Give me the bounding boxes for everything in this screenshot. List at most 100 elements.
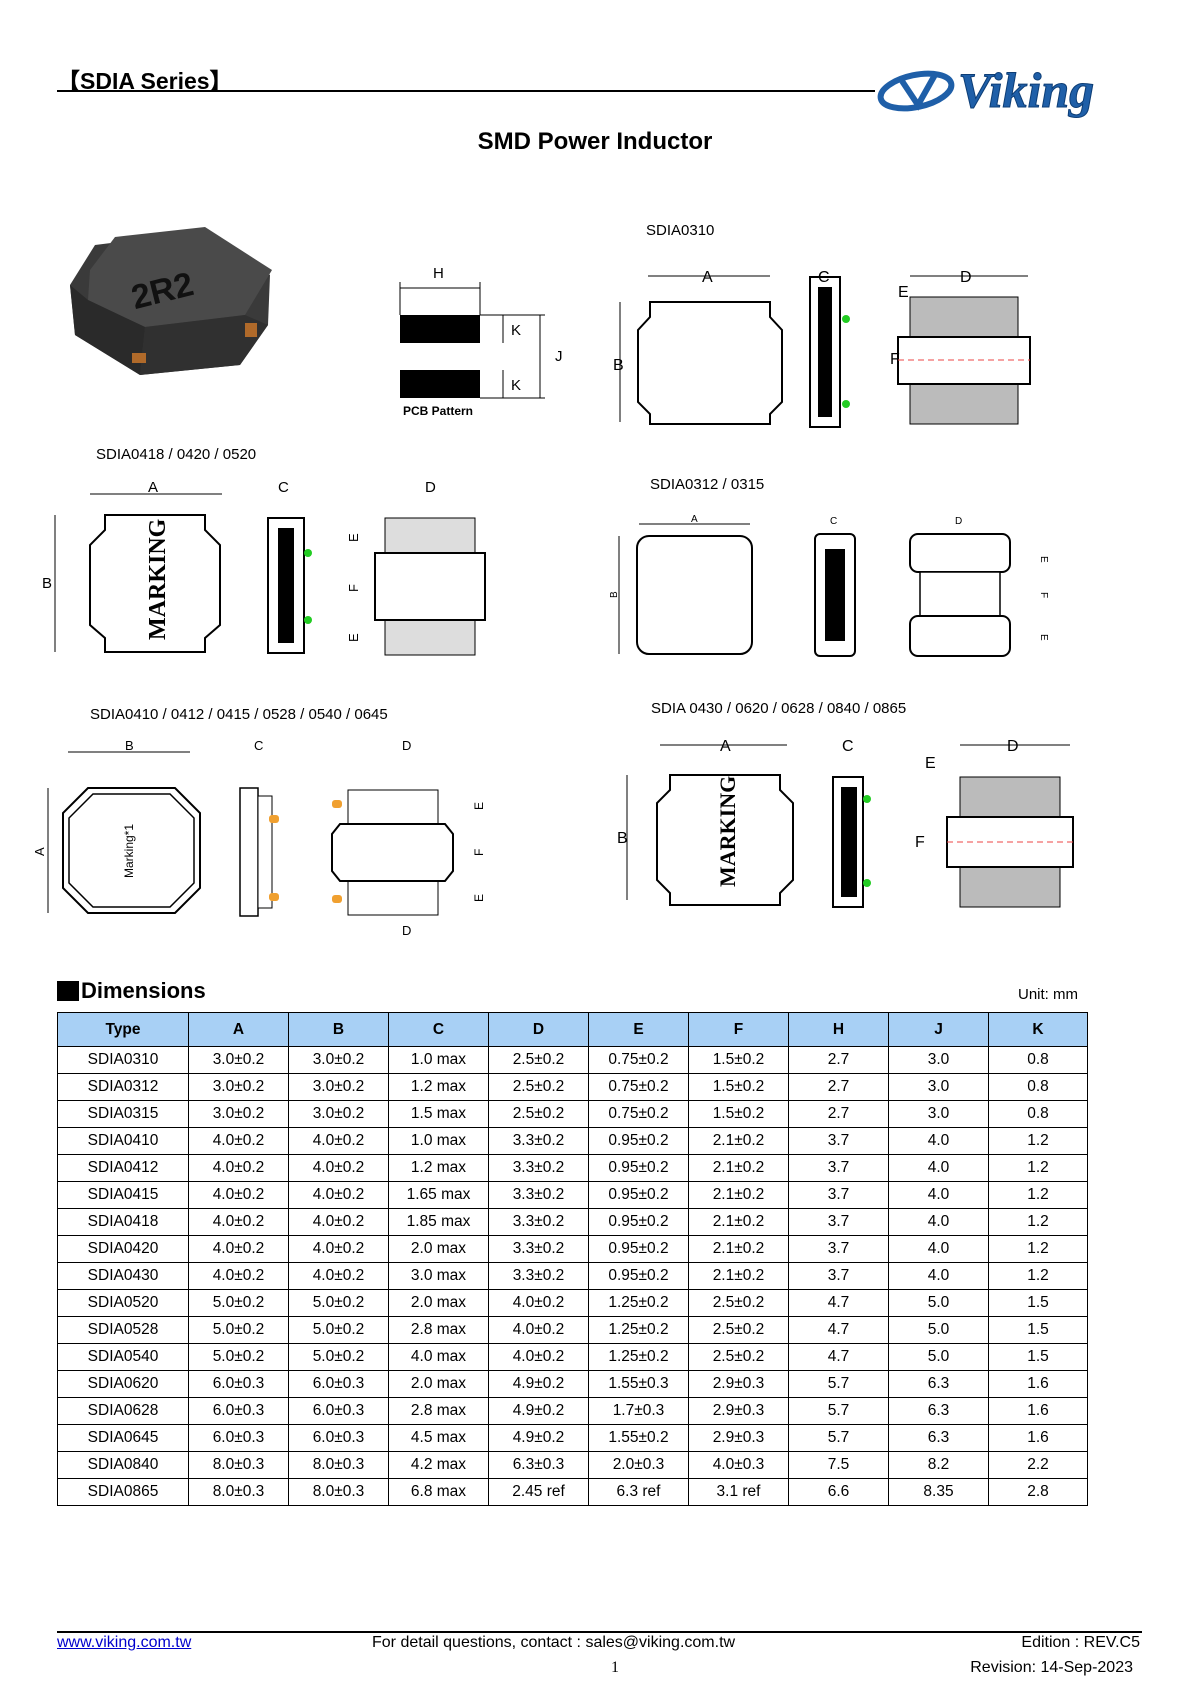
footer-revision: Revision: 14-Sep-2023 — [970, 1659, 1133, 1676]
table-cell: 0.95±0.2 — [588, 1262, 689, 1290]
svg-text:B: B — [42, 575, 52, 592]
table-cell: 4.0 — [888, 1154, 989, 1182]
table-cell: 2.9±0.3 — [688, 1397, 789, 1425]
table-cell: SDIA0420 — [57, 1235, 189, 1263]
table-cell: 2.7 — [788, 1046, 889, 1074]
svg-text:A: A — [691, 514, 698, 525]
table-cell: 5.0±0.2 — [188, 1343, 289, 1371]
page-number: 1 — [611, 1659, 619, 1676]
table-cell: 1.2 — [988, 1181, 1088, 1209]
table-cell: 1.25±0.2 — [588, 1343, 689, 1371]
table-cell: SDIA0620 — [57, 1370, 189, 1398]
table-cell: 1.5±0.2 — [688, 1100, 789, 1128]
table-cell: 3.0±0.2 — [288, 1100, 389, 1128]
table-cell: SDIA0628 — [57, 1397, 189, 1425]
table-cell: 6.3 — [888, 1424, 989, 1452]
table-cell: 4.7 — [788, 1289, 889, 1317]
table-cell: SDIA0312 — [57, 1073, 189, 1101]
svg-text:D: D — [1007, 738, 1019, 755]
table-cell: 4.0±0.2 — [188, 1262, 289, 1290]
table-cell: SDIA0430 — [57, 1262, 189, 1290]
table-cell: SDIA0540 — [57, 1343, 189, 1371]
table-cell: 1.7±0.3 — [588, 1397, 689, 1425]
table-cell: 8.0±0.3 — [188, 1478, 289, 1506]
table-cell: 5.0±0.2 — [288, 1343, 389, 1371]
table-cell: 1.65 max — [388, 1181, 489, 1209]
table-cell: 2.8 — [988, 1478, 1088, 1506]
table-cell: 1.2 — [988, 1208, 1088, 1236]
table-cell: 3.7 — [788, 1154, 889, 1182]
column-header: K — [988, 1012, 1088, 1047]
table-cell: 4.9±0.2 — [488, 1424, 589, 1452]
table-cell: 6.0±0.3 — [188, 1397, 289, 1425]
product-photo: 2R2 — [70, 227, 272, 375]
table-cell: 4.0 — [888, 1181, 989, 1209]
table-cell: 4.0±0.2 — [488, 1343, 589, 1371]
table-cell: 1.5±0.2 — [688, 1073, 789, 1101]
svg-text:C: C — [818, 269, 830, 286]
table-cell: 4.0±0.2 — [188, 1154, 289, 1182]
table-cell: 3.0±0.2 — [188, 1100, 289, 1128]
table-cell: 2.5±0.2 — [488, 1046, 589, 1074]
series-title: 【SDIA Series】 — [57, 68, 233, 94]
table-cell: 2.0 max — [388, 1370, 489, 1398]
table-cell: 3.3±0.2 — [488, 1127, 589, 1155]
svg-text:K: K — [511, 322, 521, 339]
svg-text:F: F — [890, 351, 900, 368]
table-cell: 8.0±0.3 — [288, 1478, 389, 1506]
svg-text:F: F — [346, 584, 361, 592]
column-header: B — [288, 1012, 389, 1047]
table-cell: 1.5 — [988, 1316, 1088, 1344]
svg-text:E: E — [1038, 634, 1049, 641]
table-cell: 3.0±0.2 — [188, 1073, 289, 1101]
table-cell: 1.0 max — [388, 1046, 489, 1074]
table-cell: 2.7 — [788, 1073, 889, 1101]
table-cell: 1.2 max — [388, 1154, 489, 1182]
table-cell: 6.0±0.3 — [288, 1370, 389, 1398]
table-cell: 6.0±0.3 — [288, 1424, 389, 1452]
table-cell: SDIA0315 — [57, 1100, 189, 1128]
table-cell: 4.0±0.2 — [188, 1235, 289, 1263]
table-cell: SDIA0415 — [57, 1181, 189, 1209]
table-cell: 1.5 max — [388, 1100, 489, 1128]
table-cell: 2.7 — [788, 1100, 889, 1128]
table-cell: 5.0 — [888, 1289, 989, 1317]
table-cell: 5.0 — [888, 1343, 989, 1371]
svg-text:F: F — [472, 849, 486, 856]
table-cell: 2.9±0.3 — [688, 1424, 789, 1452]
table-cell: 0.8 — [988, 1046, 1088, 1074]
table-cell: 2.5±0.2 — [688, 1343, 789, 1371]
svg-text:A: A — [702, 269, 713, 286]
svg-text:A: A — [148, 479, 158, 496]
svg-text:F: F — [1038, 592, 1049, 598]
table-cell: 3.0 — [888, 1073, 989, 1101]
table-cell: 0.95±0.2 — [588, 1154, 689, 1182]
header-rule — [57, 90, 875, 92]
table-cell: 4.0±0.2 — [188, 1208, 289, 1236]
table-cell: 1.5±0.2 — [688, 1046, 789, 1074]
table-cell: 3.0 — [888, 1046, 989, 1074]
svg-text:H: H — [433, 265, 444, 282]
svg-text:E: E — [1038, 556, 1049, 563]
table-cell: 1.2 — [988, 1235, 1088, 1263]
table-cell: 4.0 — [888, 1235, 989, 1263]
svg-text:A: A — [32, 847, 47, 856]
footer-url-link[interactable]: www.viking.com.tw — [57, 1634, 192, 1651]
table-cell: 6.3 — [888, 1370, 989, 1398]
table-cell: 0.75±0.2 — [588, 1073, 689, 1101]
column-header: D — [488, 1012, 589, 1047]
svg-text:D: D — [960, 269, 972, 286]
table-cell: SDIA0865 — [57, 1478, 189, 1506]
